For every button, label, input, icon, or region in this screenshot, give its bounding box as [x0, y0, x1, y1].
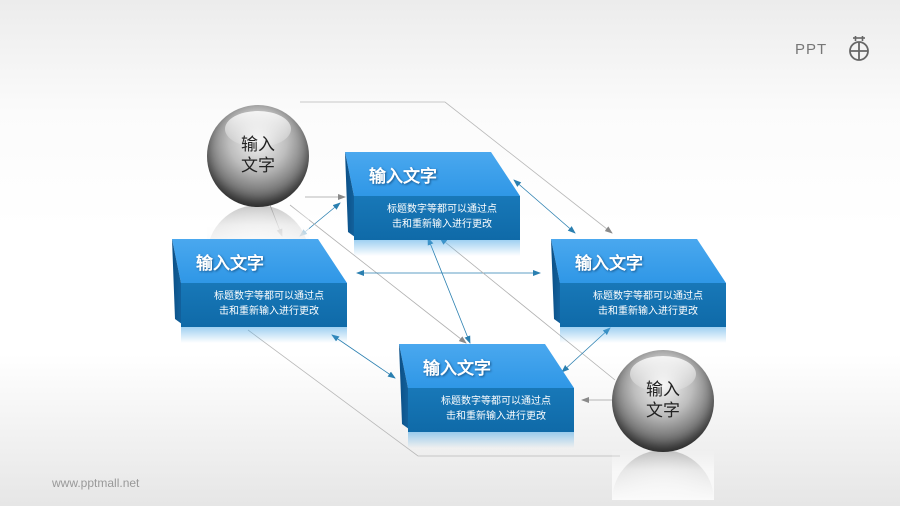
- box-node-right[interactable]: 输入文字 标题数字等都可以通过点 击和重新输入进行更改: [551, 239, 726, 343]
- box-description: 标题数字等都可以通过点 击和重新输入进行更改: [387, 204, 497, 230]
- sphere-label: 输入 文字: [241, 135, 275, 176]
- box-title: 输入文字: [423, 359, 491, 379]
- box-node-bottom[interactable]: 输入文字 标题数字等都可以通过点 击和重新输入进行更改: [399, 344, 574, 448]
- box-node-top[interactable]: 输入文字 标题数字等都可以通过点 击和重新输入进行更改: [345, 152, 520, 256]
- box-title: 输入文字: [575, 254, 643, 274]
- sphere-reflection: [612, 450, 714, 500]
- sphere-label: 输入 文字: [646, 380, 680, 421]
- box-title: 输入文字: [196, 254, 264, 274]
- footer-url: www.pptmall.net: [52, 476, 140, 490]
- sphere-node-2[interactable]: 输入 文字: [612, 350, 714, 452]
- box-title: 输入文字: [369, 167, 437, 187]
- box-node-left[interactable]: 输入文字 标题数字等都可以通过点 击和重新输入进行更改: [172, 239, 347, 343]
- ppt-ting-logo-icon: [849, 36, 869, 61]
- box-description: 标题数字等都可以通过点 击和重新输入进行更改: [593, 291, 703, 317]
- box-description: 标题数字等都可以通过点 击和重新输入进行更改: [214, 291, 324, 317]
- sphere-node-1[interactable]: 输入 文字: [207, 105, 309, 207]
- logo-text: PPT: [795, 41, 828, 58]
- brand-logo: PPT: [795, 35, 875, 65]
- box-description: 标题数字等都可以通过点 击和重新输入进行更改: [441, 396, 551, 422]
